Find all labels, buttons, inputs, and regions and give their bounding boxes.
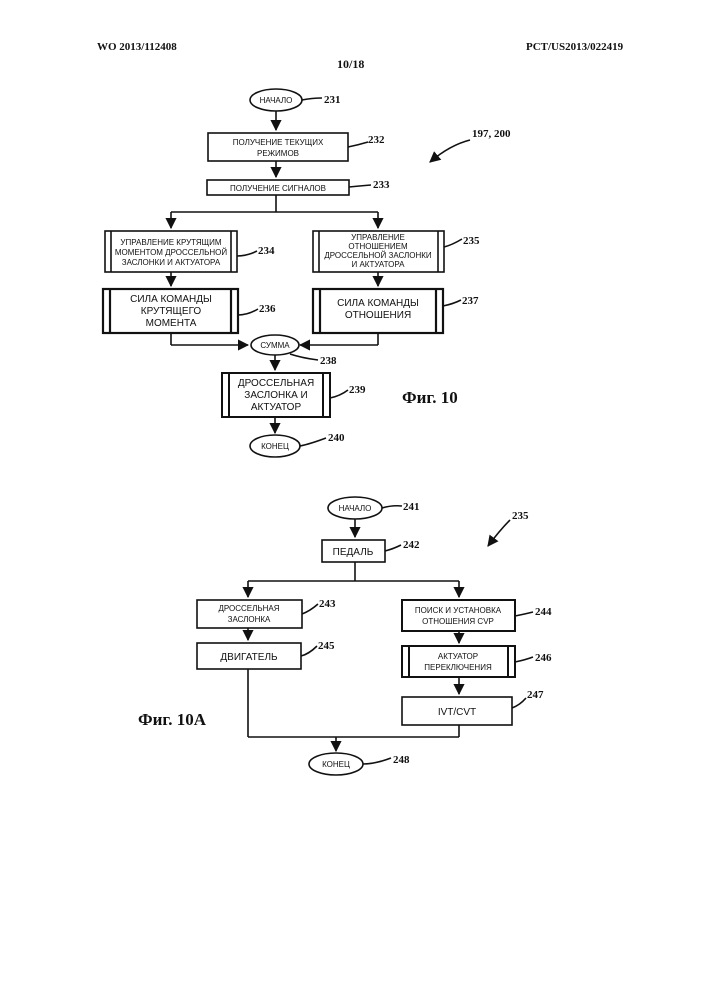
fig10-main-ref: 197, 200: [472, 128, 511, 140]
fig10-torque-control-line2: МОМЕНТОМ ДРОССЕЛЬНОЙ: [115, 248, 227, 257]
fig10a-pedal-label: ПЕДАЛЬ: [333, 547, 374, 558]
fig10a-cvp-ref: 244: [535, 606, 552, 618]
fig10-end-ref: 240: [328, 432, 345, 444]
fig10-start-label: НАЧАЛО: [260, 96, 293, 105]
fig10a-engine-label: ДВИГАТЕЛЬ: [220, 652, 278, 663]
fig10a-cvp-lookup-box: [402, 600, 515, 631]
fig10-ratio-control-ref: 235: [463, 235, 480, 247]
fig10a-start-label: НАЧАЛО: [339, 504, 372, 513]
fig10-throttle-actuator-line3: АКТУАТОР: [251, 402, 302, 413]
fig10-torque-control-line1: УПРАВЛЕНИЕ КРУТЯЩИМ: [120, 238, 222, 247]
fig10-get-signals-ref: 233: [373, 179, 390, 191]
fig10-torque-force-line3: МОМЕНТА: [146, 318, 197, 329]
fig10-caption: Фиг. 10: [402, 388, 458, 407]
fig10-ratio-force-ref: 237: [462, 295, 479, 307]
fig10a-shift-ref: 246: [535, 652, 552, 664]
fig10a-cvp-line2: ОТНОШЕНИЯ CVP: [422, 617, 494, 626]
fig10a-throttle-ref: 243: [319, 598, 336, 610]
fig10a-cvp-line1: ПОИСК И УСТАНОВКА: [415, 606, 502, 615]
fig10a-ivt-label: IVT/CVT: [438, 707, 476, 718]
fig10a: [197, 497, 533, 775]
fig10a-labels: НАЧАЛО 241 ПЕДАЛЬ 242 ДРОССЕЛЬНАЯ ЗАСЛОН…: [138, 501, 552, 769]
fig10-ratio-force-line1: СИЛА КОМАНДЫ: [337, 298, 419, 309]
fig10-torque-force-line1: СИЛА КОМАНДЫ: [130, 294, 212, 305]
fig10-torque-control-line3: ЗАСЛОНКИ И АКТУАТОРА: [122, 258, 221, 267]
fig10-get-modes-line2: РЕЖИМОВ: [257, 149, 299, 158]
fig10a-shift-line1: АКТУАТОР: [438, 652, 478, 661]
fig10a-shift-line2: ПЕРЕКЛЮЧЕНИЯ: [424, 663, 492, 672]
fig10-torque-force-line2: КРУТЯЩЕГО: [141, 306, 202, 317]
fig10-throttle-actuator-ref: 239: [349, 384, 366, 396]
fig10a-throttle-line1: ДРОССЕЛЬНАЯ: [218, 604, 279, 613]
fig10-get-signals-label: ПОЛУЧЕНИЕ СИГНАЛОВ: [230, 184, 326, 193]
fig10-ratio-control-line2: ОТНОШЕНИЕМ: [348, 242, 408, 251]
fig10-start-ref: 231: [324, 94, 341, 106]
fig10-get-modes-ref: 232: [368, 134, 385, 146]
fig10-get-modes-line1: ПОЛУЧЕНИЕ ТЕКУЩИХ: [233, 138, 324, 147]
fig10a-caption: Фиг. 10А: [138, 710, 207, 729]
fig10a-start-ref: 241: [403, 501, 420, 513]
fig10a-end-label: КОНЕЦ: [322, 760, 350, 769]
fig10-throttle-actuator-line1: ДРОССЕЛЬНАЯ: [238, 378, 314, 389]
fig10a-pedal-ref: 242: [403, 539, 420, 551]
fig10-ratio-control-line4: И АКТУАТОРА: [352, 260, 406, 269]
fig10-sum-label: СУММА: [260, 341, 290, 350]
fig10-torque-force-ref: 236: [259, 303, 276, 315]
fig10-ratio-control-line1: УПРАВЛЕНИЕ: [351, 233, 405, 242]
fig10a-engine-ref: 245: [318, 640, 335, 652]
fig10-throttle-actuator-line2: ЗАСЛОНКА И: [244, 390, 307, 401]
fig10-sum-ref: 238: [320, 355, 337, 367]
fig10-end-label: КОНЕЦ: [261, 442, 289, 451]
fig10a-main-ref: 235: [512, 510, 529, 522]
fig10-torque-control-ref: 234: [258, 245, 275, 257]
fig10a-throttle-line2: ЗАСЛОНКА: [228, 615, 271, 624]
fig10-ratio-control-line3: ДРОССЕЛЬНОЙ ЗАСЛОНКИ: [324, 251, 432, 260]
fig10a-shift-actuator-box: [402, 646, 515, 677]
fig10a-ivt-ref: 247: [527, 689, 544, 701]
fig10-ratio-force-line2: ОТНОШЕНИЯ: [345, 310, 411, 321]
fig10a-end-ref: 248: [393, 754, 410, 766]
